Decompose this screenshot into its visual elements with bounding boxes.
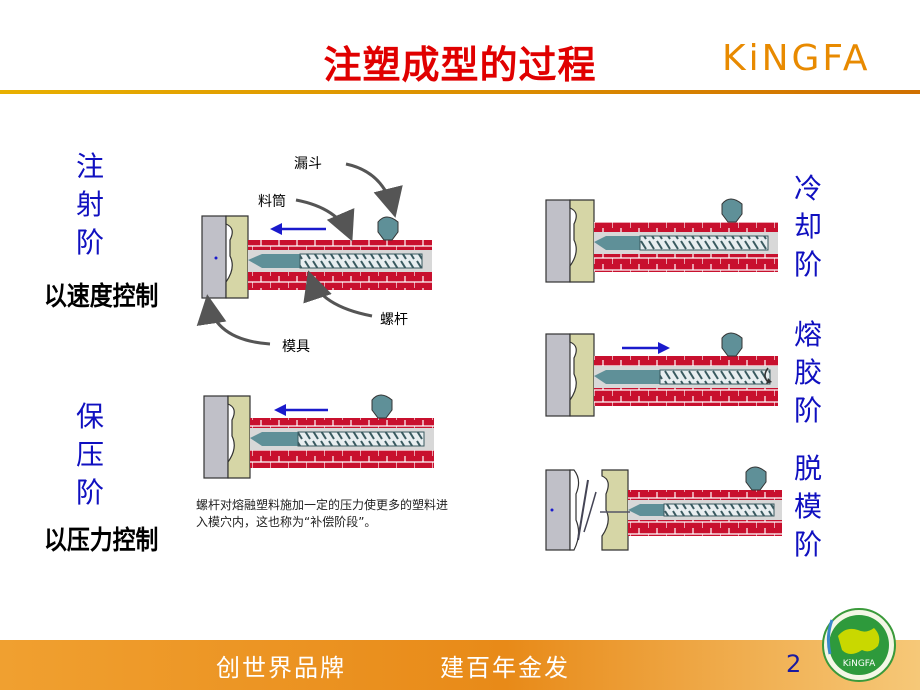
process-diagrams (196, 162, 782, 551)
ejection-diagram (545, 466, 782, 551)
stage-injection-label: 注射阶 (70, 148, 110, 262)
rotate-icon (764, 367, 772, 384)
holding-diagram (203, 394, 434, 479)
badge-text: KiNGFA (843, 659, 876, 669)
barrel-callout-arrow (295, 198, 355, 242)
melting-diagram (545, 332, 778, 417)
ejected-part (577, 479, 589, 541)
page-number: 2 (786, 650, 802, 678)
stage-ejection-label: 脱模阶 (788, 450, 828, 564)
footer-slogan-right: 建百年金发 (440, 654, 570, 682)
mold-label: 模具 (282, 339, 310, 355)
stage-holding-label: 保压阶 (70, 398, 110, 512)
page-title: 注塑成型的过程 (323, 43, 597, 87)
footer-slogan-left: 创世界品牌 (216, 654, 346, 682)
right-arrow-icon (622, 342, 670, 354)
stage-melting-label: 熔胶阶 (788, 316, 828, 430)
kingfa-logo: KiNGFA (722, 38, 871, 79)
stage-ejection-text: 脱模阶 (794, 452, 823, 561)
holding-stage-note: 螺杆对熔融塑料施加一定的压力使更多的塑料进入模穴内，这也称为“补偿阶段”。 (196, 498, 449, 529)
mold-callout-arrow (196, 294, 271, 346)
footer-bar (0, 640, 920, 690)
barrel-label: 料筒 (258, 194, 286, 210)
hopper-callout-arrow (345, 162, 403, 218)
left-arrow-icon (270, 223, 326, 235)
globe-icon: KiNGFA (820, 606, 898, 684)
stage-injection-text: 注射阶 (76, 150, 105, 259)
stage-holding-text: 保压阶 (76, 400, 105, 509)
screw-callout-arrow (303, 270, 373, 318)
hopper-label: 漏斗 (294, 156, 322, 172)
injection-control-text: 以速度控制 (44, 282, 159, 312)
stage-cooling-text: 冷却阶 (794, 172, 823, 281)
header-divider (0, 90, 920, 94)
stage-melting-text: 熔胶阶 (794, 318, 823, 427)
stage-cooling-label: 冷却阶 (788, 170, 828, 284)
injection-diagram (201, 215, 432, 299)
holding-control-text: 以压力控制 (44, 526, 159, 556)
cooling-diagram (545, 198, 778, 283)
screw-label: 螺杆 (380, 312, 408, 328)
